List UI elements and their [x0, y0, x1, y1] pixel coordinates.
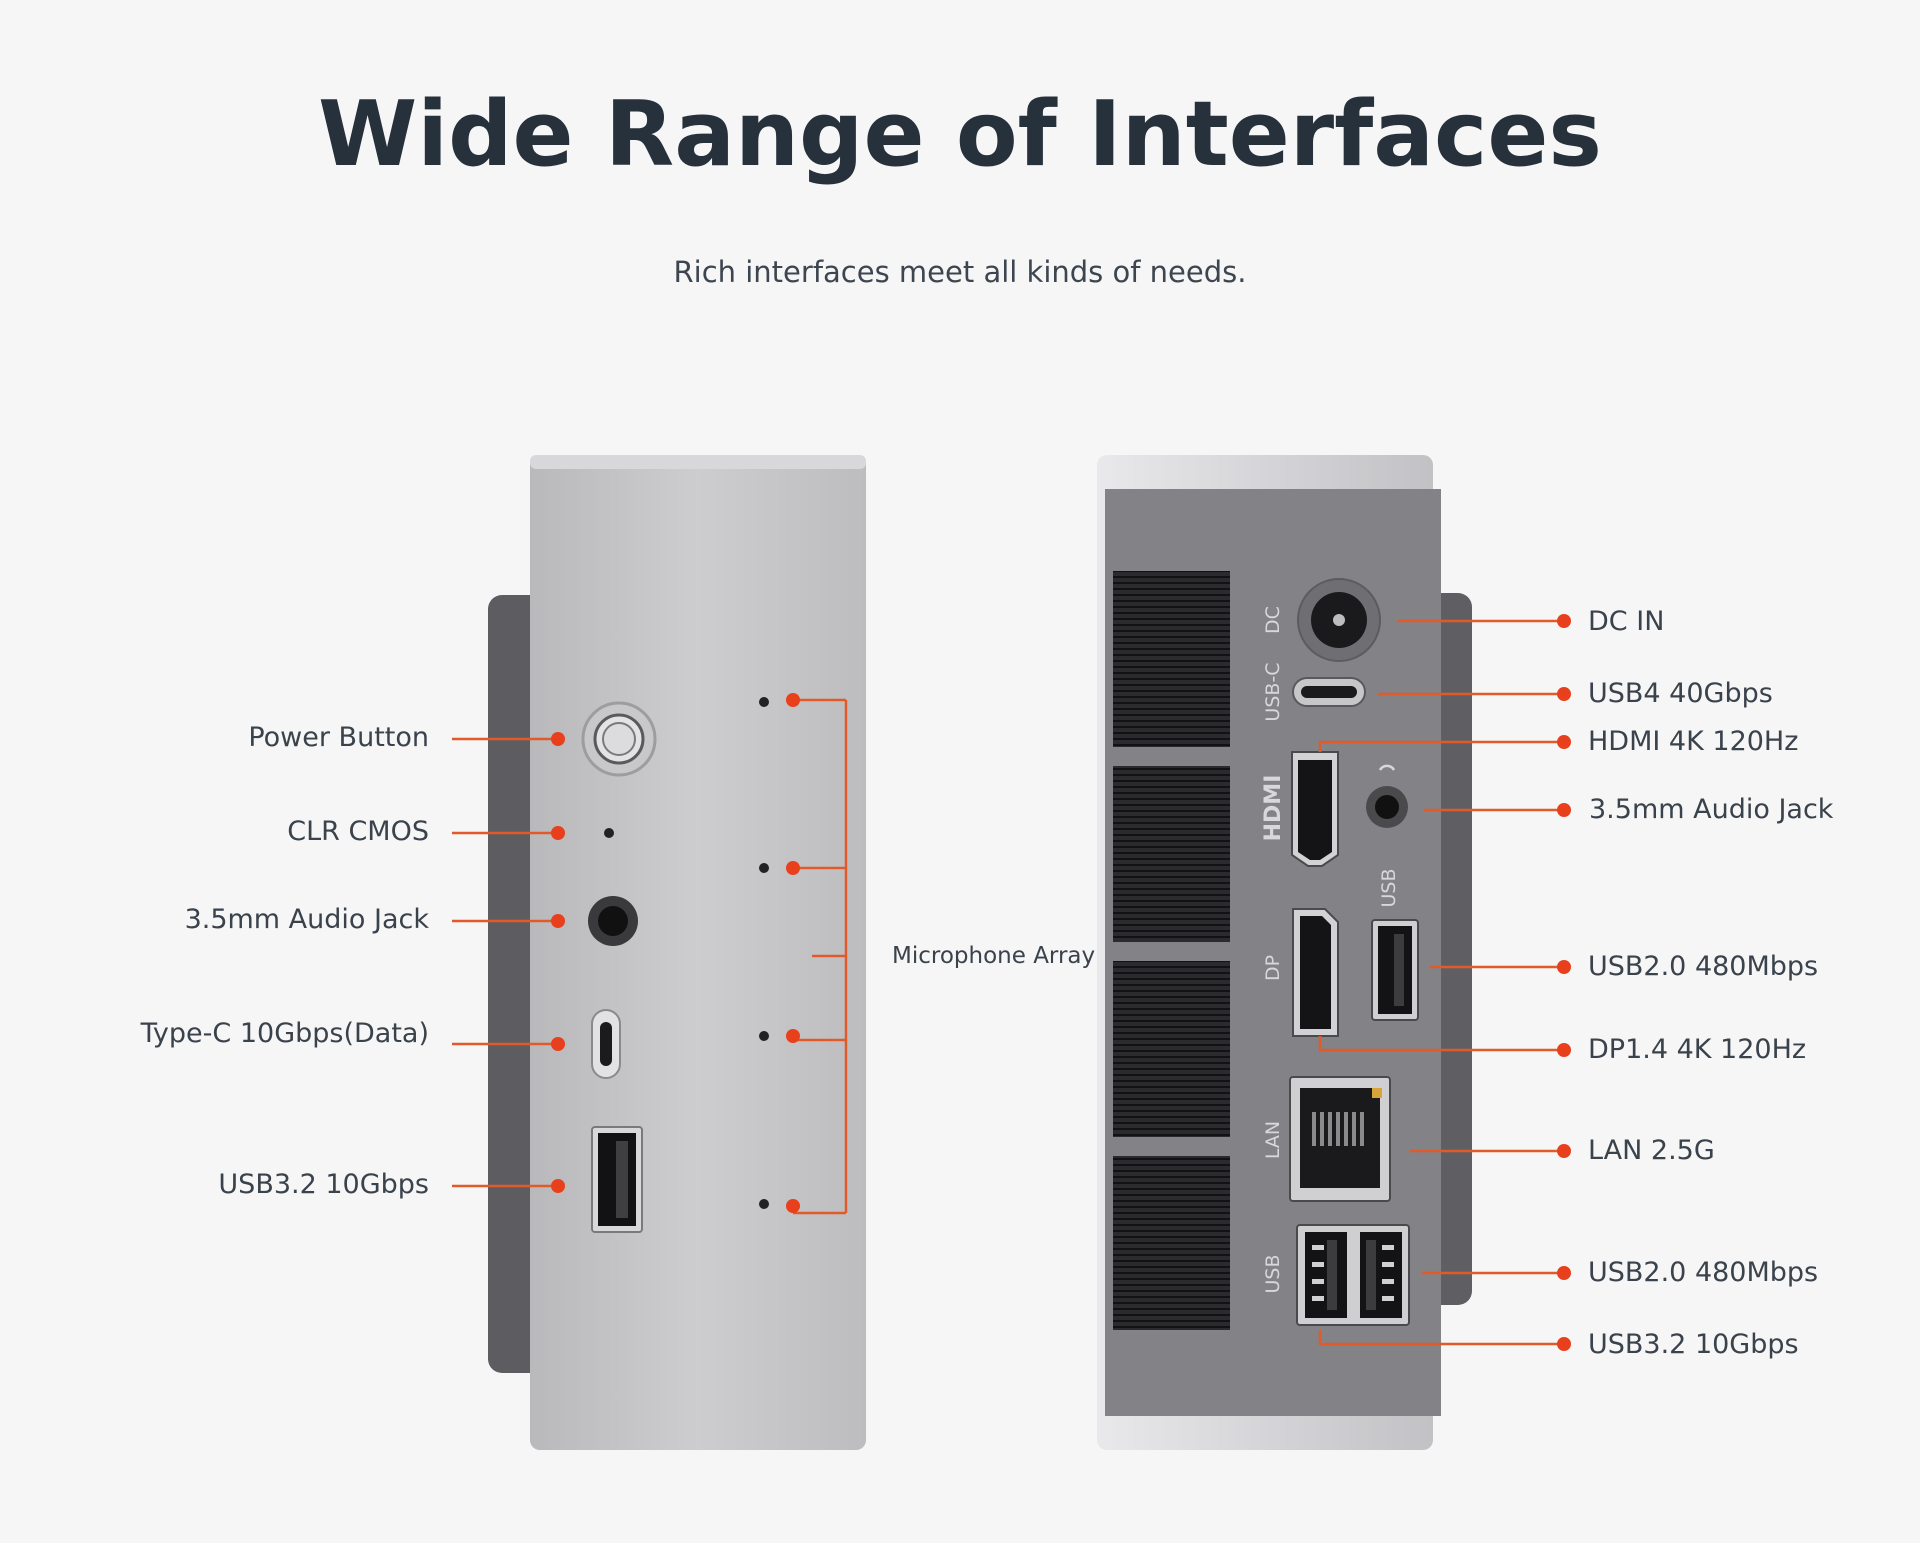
label-type-c: Type-C 10Gbps(Data)	[140, 1018, 429, 1049]
front-typec-port	[591, 1009, 621, 1079]
label-rear-usb32: USB3.2 10Gbps	[1588, 1329, 1799, 1360]
vent-grille	[1113, 571, 1230, 747]
page-subtitle: Rich interfaces meet all kinds of needs.	[673, 255, 1247, 289]
microphone-holes	[759, 697, 769, 1209]
label-usb2-upper: USB2.0 480Mbps	[1588, 951, 1819, 982]
label-usb2-lower: USB2.0 480Mbps	[1588, 1257, 1819, 1288]
rear-callouts	[1318, 619, 1562, 1346]
label-lan: LAN 2.5G	[1588, 1135, 1715, 1166]
lan-port	[1289, 1076, 1391, 1202]
label-hdmi: HDMI 4K 120Hz	[1588, 726, 1799, 757]
dual-usb-ports	[1296, 1224, 1410, 1326]
rear-usbc-port	[1292, 677, 1366, 707]
usb-upper-marking: USB	[1378, 868, 1400, 907]
rear-callout-dots	[1557, 614, 1571, 1351]
vent-grille	[1113, 961, 1230, 1137]
label-power-button: Power Button	[248, 722, 429, 753]
dc-in-port	[1297, 578, 1381, 662]
front-callout-dots	[551, 693, 800, 1213]
label-dp: DP1.4 4K 120Hz	[1588, 1034, 1807, 1065]
clr-cmos-hole	[604, 828, 614, 838]
lan-marking: LAN	[1262, 1121, 1284, 1159]
front-callouts	[452, 698, 848, 1215]
dc-marking: DC	[1262, 606, 1284, 634]
front-audio-jack	[588, 896, 638, 946]
dp-port	[1292, 908, 1339, 1037]
page-title: Wide Range of Interfaces	[318, 82, 1602, 187]
label-dc-in: DC IN	[1588, 606, 1665, 637]
label-rear-audio-jack: 3.5mm Audio Jack	[1589, 794, 1834, 825]
label-front-audio-jack: 3.5mm Audio Jack	[184, 904, 429, 935]
rear-audio-jack	[1366, 786, 1408, 828]
front-usb-a-port	[591, 1126, 643, 1233]
usb-lower-marking: USB	[1262, 1254, 1284, 1293]
dp-marking: DP	[1262, 955, 1284, 981]
usbc-marking: USB-C	[1262, 662, 1284, 721]
rear-device: DC USB-C HDMI USB DP LAN USB	[1097, 455, 1472, 1450]
vent-grille	[1113, 766, 1230, 942]
front-faceplate	[530, 455, 866, 1450]
rear-usb2-port	[1371, 919, 1419, 1021]
vent-grille	[1113, 1156, 1230, 1330]
label-front-usb32: USB3.2 10Gbps	[218, 1169, 429, 1200]
label-usb4: USB4 40Gbps	[1588, 678, 1773, 709]
label-clr-cmos: CLR CMOS	[287, 816, 429, 847]
label-microphone-array: Microphone Array	[892, 943, 1096, 969]
front-device	[488, 455, 866, 1450]
headphone-icon	[1378, 764, 1396, 771]
power-button-port	[581, 701, 657, 777]
hdmi-port	[1291, 751, 1339, 867]
hdmi-marking: HDMI	[1261, 775, 1286, 842]
